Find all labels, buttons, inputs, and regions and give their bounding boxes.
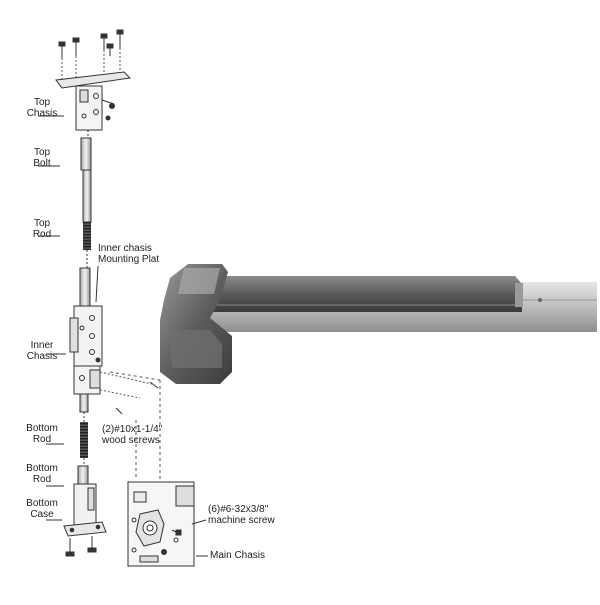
label-machine-screw: (6)#6-32x3/8"machine screw [208,504,275,526]
bottom-screws-icon [65,536,97,557]
top-chasis [55,71,132,131]
top-rod [82,169,92,250]
top-bolt [80,137,92,171]
parts [38,29,208,567]
wood-screws-icon [115,381,159,415]
push-pad [210,276,522,312]
rail-hole [538,298,542,302]
exit-device-bar [160,264,597,384]
bottom-case [63,483,107,537]
bottom-rod-thread [80,422,88,458]
top-screws-icon [58,29,124,58]
label-main-chasis: Main Chasis [210,550,266,561]
label-wood-screws: (2)#10x1-1/4"wood screws [102,424,163,446]
main-chasis [127,481,195,567]
machine-screw-icon [171,529,182,536]
inner-chasis [69,305,103,395]
